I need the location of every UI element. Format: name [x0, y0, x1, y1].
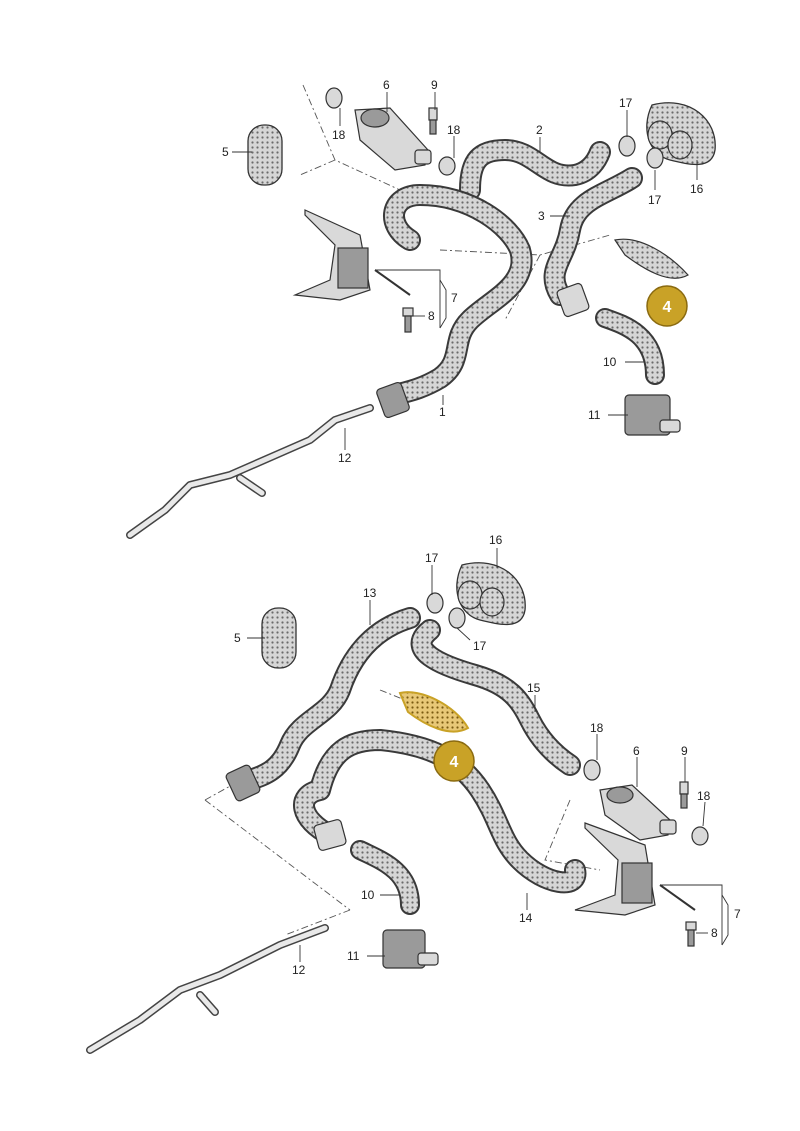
part-8-bolt [685, 921, 697, 947]
callout-12: 12 [338, 451, 352, 465]
part-7-bracket [292, 209, 411, 301]
part-2-hose [459, 139, 611, 201]
reference-line [544, 799, 601, 871]
part-12-pipe [126, 404, 374, 539]
part-18-clamp [325, 87, 456, 176]
part-17-clamp [618, 135, 664, 169]
badge-label: 4 [450, 754, 459, 771]
part-7-bracket [574, 822, 696, 916]
callout-14: 14 [519, 911, 533, 925]
callout-7: 7 [451, 291, 458, 305]
reference-line [284, 909, 351, 936]
part-6-valve [599, 784, 677, 841]
reference-line [379, 689, 406, 701]
callout-15: 15 [527, 681, 541, 695]
callout-5: 5 [234, 631, 241, 645]
callout-6: 6 [383, 78, 390, 92]
callout-16: 16 [690, 182, 704, 196]
part-9-screw [428, 107, 438, 135]
part-4-badge: 4 [433, 740, 475, 782]
part-4-badge: 4 [646, 285, 688, 327]
callout-17: 17 [425, 551, 439, 565]
callout-18: 18 [590, 721, 604, 735]
callout-18: 18 [447, 123, 461, 137]
badge-label: 4 [663, 299, 672, 316]
part-16-reservoir [456, 562, 526, 626]
callout-17: 17 [648, 193, 662, 207]
callout-17: 17 [473, 639, 487, 653]
callout-16: 16 [489, 533, 503, 547]
callout-12: 12 [292, 963, 306, 977]
callout-8: 8 [711, 926, 718, 940]
part-6-valve [354, 107, 432, 171]
callout-10: 10 [603, 355, 617, 369]
callout-11: 11 [588, 408, 601, 422]
callout-9: 9 [431, 78, 438, 92]
part-3-hose [543, 167, 643, 318]
part-11-pump [382, 929, 439, 969]
callout-8: 8 [428, 309, 435, 323]
callout-10: 10 [361, 888, 375, 902]
part-4-insulation [614, 238, 689, 279]
part-5-cover [261, 607, 297, 669]
part-18-clamp [583, 759, 709, 846]
callout-5: 5 [222, 145, 229, 159]
callout-11: 11 [347, 949, 360, 963]
part-15-hose [410, 619, 581, 776]
callout-9: 9 [681, 744, 688, 758]
part-10-hose [595, 308, 665, 385]
part-16-reservoir [646, 102, 716, 166]
part-12-pipe [86, 924, 329, 1054]
bottom-callouts: 16 17 17 5 13 15 18 6 9 18 7 8 [234, 533, 741, 977]
reference-line [299, 159, 336, 176]
callout-6: 6 [633, 744, 640, 758]
callout-18: 18 [332, 128, 346, 142]
part-9-screw [679, 781, 689, 809]
part-4-insulation-highlighted [398, 691, 470, 733]
reference-line [204, 799, 351, 911]
bottom-assembly: 4 [86, 533, 741, 1054]
part-13-hose [225, 607, 421, 802]
part-11-pump [624, 394, 681, 436]
reference-line [204, 774, 251, 801]
callout-13: 13 [363, 586, 377, 600]
part-17-clamp [426, 592, 466, 629]
callout-17: 17 [619, 96, 633, 110]
callout-2: 2 [536, 123, 543, 137]
part-1-hose [376, 184, 533, 419]
part-5-cover [247, 124, 283, 186]
part-10-hose [350, 840, 420, 915]
top-assembly: 4 5 6 9 18 18 2 17 17 16 3 [126, 78, 716, 539]
callout-1: 1 [439, 405, 446, 419]
top-callouts: 5 6 9 18 18 2 17 17 16 3 7 8 [222, 78, 704, 465]
part-8-bolt [402, 307, 414, 333]
callout-18: 18 [697, 789, 711, 803]
callout-3: 3 [538, 209, 545, 223]
callout-7: 7 [734, 907, 741, 921]
